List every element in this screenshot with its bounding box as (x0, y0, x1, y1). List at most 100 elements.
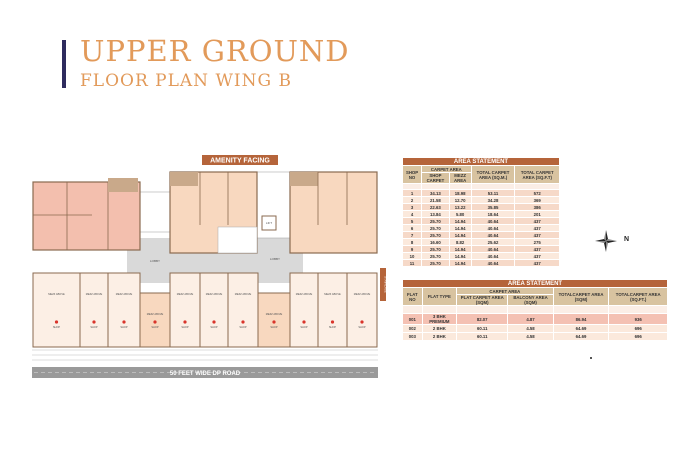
mezz-label: MEZZ ABOVE (177, 292, 194, 296)
mezz-label: MEZZ ABOVE (324, 292, 341, 296)
shop-unit (199, 272, 229, 348)
table-cell: 25.70 (421, 217, 450, 225)
table-cell: 64.69 (552, 324, 610, 333)
table-cell: 60.11 (456, 332, 509, 341)
table-cell: 5.80 (448, 210, 472, 218)
shop-label: SHOP (120, 325, 128, 329)
mezz-label: MEZZ ABOVE (354, 292, 371, 296)
amenity-banner (202, 155, 278, 165)
table-cell: 437 (514, 259, 560, 267)
table-cell: 53.11 (470, 189, 516, 197)
table-cell: 18.98 (448, 189, 472, 197)
table-cell: 11 (401, 259, 423, 267)
table-cell: 9 (401, 245, 423, 253)
table-cell: 35.85 (470, 203, 516, 211)
shop-label: SHOP (358, 325, 366, 329)
table-cell: 13.84 (421, 210, 450, 218)
table-cell: 3 BHK PREMIUM (421, 313, 458, 325)
title-accent-bar (62, 40, 66, 88)
table-cell: 40.64 (470, 217, 516, 225)
table-cell: 12.70 (448, 196, 472, 204)
table-cell: 437 (514, 217, 560, 225)
table-cell: 14.94 (448, 231, 472, 239)
mezz-label: MEZZ ABOVE (116, 292, 133, 296)
table-cell: 437 (514, 224, 560, 232)
shop-label: SHOP (300, 325, 308, 329)
mezz-label: MEZZ ABOVE (48, 292, 65, 296)
col-total-sqm: TOTALCARPET AREA (SQM) (552, 287, 610, 306)
table-cell: 13.22 (448, 203, 472, 211)
table-cell: 64.69 (552, 332, 610, 341)
table-cell: 002 (402, 324, 423, 333)
mezz-label: MEZZ ABOVE (147, 312, 164, 316)
shop-label: SHOP (270, 325, 278, 329)
lobby-label: LOBBY (150, 259, 160, 263)
table-cell: 18.64 (470, 210, 516, 218)
table-cell: 86.94 (552, 313, 610, 325)
mezz-label: MEZZ ABOVE (235, 292, 252, 296)
table-cell: 25.62 (470, 238, 516, 246)
table-cell: 22.63 (421, 203, 450, 211)
shop-unit (79, 272, 109, 348)
shop-label: SHOP (151, 325, 159, 329)
col-flat-type: FLAT TYPE (421, 287, 458, 306)
table-cell: 14.94 (448, 252, 472, 260)
table-cell: 14.94 (448, 245, 472, 253)
mezz-label: MEZZ ABOVE (86, 292, 103, 296)
table-cell: 25.70 (421, 224, 450, 232)
table-cell: 4.58 (507, 332, 554, 341)
table-cell: 40.64 (470, 245, 516, 253)
side-label-tag (380, 268, 386, 301)
shop-entry-marker (241, 320, 245, 324)
table-cell: 25.70 (421, 259, 450, 267)
table-cell: 34.28 (470, 196, 516, 204)
table-cell: 40.64 (470, 259, 516, 267)
dot (590, 357, 592, 359)
table-cell: 572 (514, 189, 560, 197)
mezz-label: MEZZ ABOVE (266, 312, 283, 316)
shop-label: SHOP (239, 325, 247, 329)
table-cell: 1 (401, 189, 423, 197)
shop-entry-marker (92, 320, 96, 324)
col-balcony: BALCONY AREA (SQM) (507, 294, 554, 306)
table-cell: 4 (401, 210, 423, 218)
shop-entry-marker (212, 320, 216, 324)
page-title: UPPER GROUND (80, 34, 350, 68)
table-cell: 3 (401, 203, 423, 211)
shop-entry-marker (54, 320, 59, 324)
shop-entry-marker (360, 320, 364, 324)
shop-entry-marker (330, 320, 335, 324)
table-cell: 40.64 (470, 252, 516, 260)
shop-label: SHOP (90, 325, 98, 329)
shop-unit (346, 272, 378, 348)
shop-unit (227, 272, 259, 348)
balcony (108, 178, 138, 192)
table-cell: 40.64 (470, 224, 516, 232)
shop-unit (107, 272, 141, 348)
road-label: 50 FEET WIDE DP ROAD (170, 371, 241, 377)
table-cell: 16.60 (421, 238, 450, 246)
table-cell: 14.94 (448, 217, 472, 225)
table-cell: 4.58 (507, 324, 554, 333)
compass-icon (595, 230, 617, 252)
col-flat-carpet: PLAT CARPET AREA (SQM) (456, 294, 509, 306)
table-cell: 386 (514, 203, 560, 211)
table-cell: 21.58 (421, 196, 450, 204)
shop-entry-marker (153, 320, 157, 324)
table-cell: 696 (608, 332, 668, 341)
table-cell: 8.82 (448, 238, 472, 246)
lift-label: LIFT (266, 221, 272, 225)
shop-unit (32, 272, 81, 348)
table-cell: 25.70 (421, 231, 450, 239)
col-carpet-area: CARPET AREA (421, 165, 472, 173)
